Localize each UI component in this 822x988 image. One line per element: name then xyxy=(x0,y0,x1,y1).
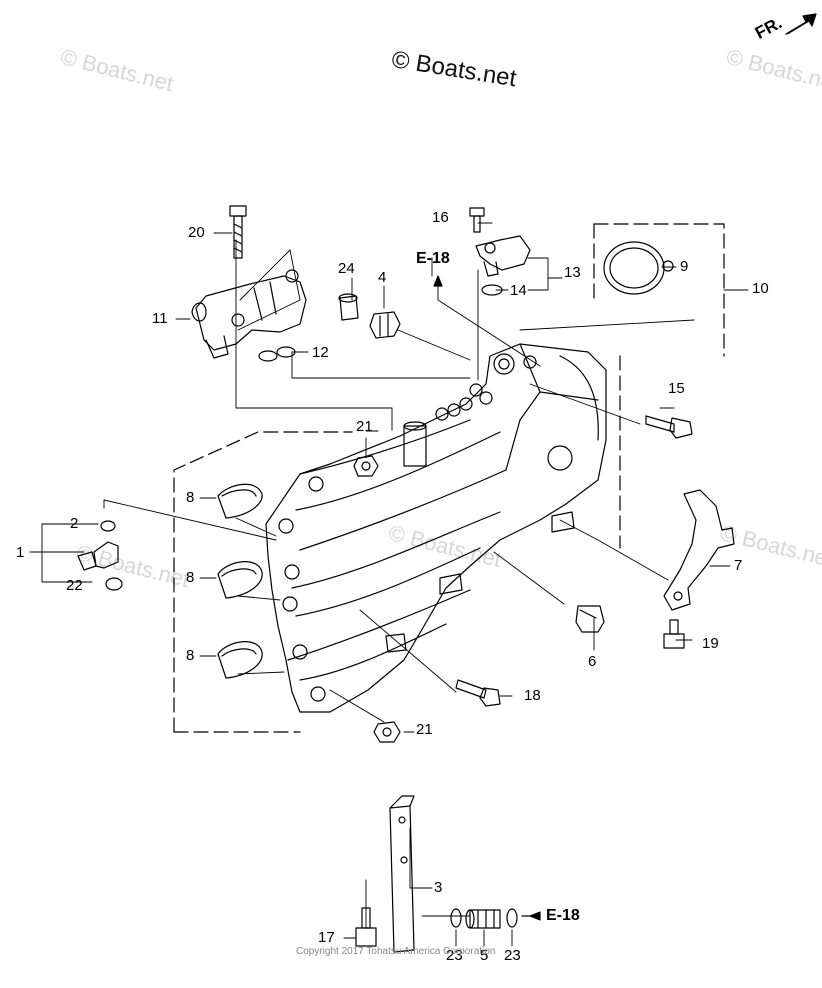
bolt-20 xyxy=(229,205,247,259)
callout-23-right: 23 xyxy=(504,947,521,964)
callout-16: 16 xyxy=(432,209,449,226)
callout-9: 9 xyxy=(680,258,689,275)
manifold-bosses xyxy=(278,353,537,702)
hose-bands-8 xyxy=(217,483,263,679)
grommet-4 xyxy=(369,311,401,339)
assembly-dashed-outline xyxy=(173,223,725,733)
callout-4: 4 xyxy=(378,269,387,286)
washer-22 xyxy=(105,577,123,591)
nut-21-upper xyxy=(353,455,379,477)
callout-7: 7 xyxy=(734,557,743,574)
bolt-18 xyxy=(455,679,501,707)
callout-6: 6 xyxy=(588,653,597,670)
washer-2 xyxy=(100,520,116,532)
fitting-5 xyxy=(465,909,501,929)
callout-5: 5 xyxy=(480,947,489,964)
clip-6 xyxy=(575,605,605,633)
callout-8-bottom: 8 xyxy=(186,647,195,664)
temp-sensor-1 xyxy=(77,541,119,571)
callout-22: 22 xyxy=(66,577,83,594)
callout-21-upper: 21 xyxy=(356,418,373,435)
throttle-body-11 xyxy=(191,269,307,359)
callout-23-left: 23 xyxy=(446,947,463,964)
o-rings-12 xyxy=(258,346,296,362)
gasket-9 xyxy=(603,241,674,295)
callout-20: 20 xyxy=(188,224,205,241)
front-arrow-icon xyxy=(785,13,817,35)
callout-24: 24 xyxy=(338,260,355,277)
callout-21-lower: 21 xyxy=(416,721,433,738)
callout-8-top: 8 xyxy=(186,489,195,506)
plate-3 xyxy=(389,795,415,953)
callout-13: 13 xyxy=(564,264,581,281)
nut-21-lower xyxy=(373,721,401,743)
callout-8-middle: 8 xyxy=(186,569,195,586)
reference-label-lower: E-18 xyxy=(546,907,580,924)
callout-2: 2 xyxy=(70,515,79,532)
callout-19: 19 xyxy=(702,635,719,652)
callout-11: 11 xyxy=(152,310,168,327)
bolt-19 xyxy=(663,619,685,649)
ref-arrow-icon-lower xyxy=(529,911,541,921)
leader-lines xyxy=(29,222,749,947)
o-ring-14 xyxy=(481,284,503,296)
callout-17: 17 xyxy=(318,929,335,946)
screw-16 xyxy=(469,207,485,233)
callout-15: 15 xyxy=(668,380,685,397)
callout-3: 3 xyxy=(434,879,443,896)
copyright-bottom: Copyright 2017 Tohatsu America Corporati… xyxy=(296,946,496,957)
callout-1: 1 xyxy=(16,544,25,561)
cap-24 xyxy=(338,293,359,321)
washer-23-right xyxy=(506,908,518,928)
sensor-13 xyxy=(475,235,531,277)
callout-18: 18 xyxy=(524,687,541,704)
callout-14: 14 xyxy=(510,282,527,299)
bracket-7 xyxy=(663,489,735,611)
callout-10: 10 xyxy=(752,280,769,297)
intake-manifold-body xyxy=(265,343,607,713)
callout-12: 12 xyxy=(312,344,329,361)
bolt-17 xyxy=(355,907,377,947)
washer-23-left xyxy=(450,908,462,928)
bolt-15 xyxy=(645,415,693,439)
ref-arrow-icon xyxy=(433,275,443,287)
reference-label-upper: E-18 xyxy=(416,250,450,267)
